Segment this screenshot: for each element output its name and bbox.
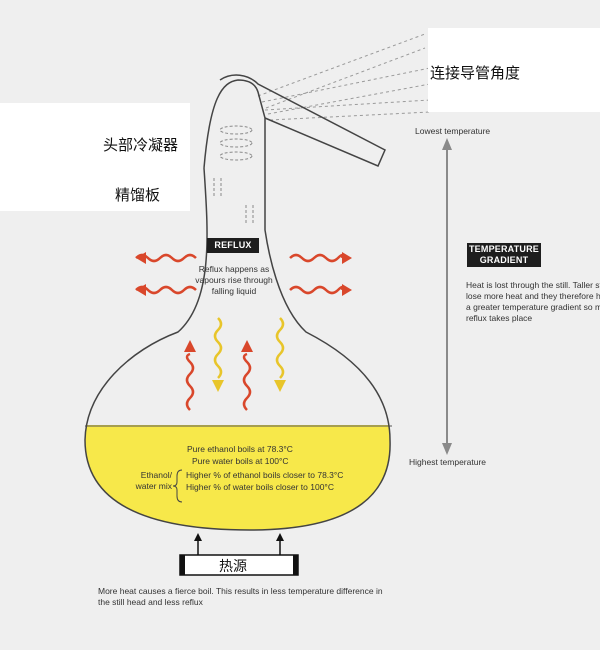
reflux-badge: REFLUX (207, 238, 259, 253)
water-boil-text: Pure water boils at 100°C (192, 456, 289, 466)
ethanol-boil-text: Pure ethanol boils at 78.3°C (187, 444, 293, 454)
head-condenser-coil (219, 125, 253, 161)
lyne-arm (219, 74, 386, 167)
heat-loss-arrows-left (135, 252, 197, 296)
reflux-text: Reflux happens as vapours rise through f… (195, 264, 273, 296)
temperature-gradient-arrow (442, 138, 452, 455)
still-outline (84, 79, 391, 531)
heat-source-arrows (194, 533, 284, 555)
rectifier-plate-label: 精馏板 (115, 186, 161, 204)
mix-label: Ethanol/ water mix (135, 470, 172, 491)
mix-ethanol-text: Higher % of ethanol boils closer to 78.3… (186, 470, 344, 480)
label-box-angle (428, 28, 600, 112)
temperature-gradient-text: Heat is lost through the still. Taller s… (466, 280, 600, 323)
rising-vapour-arrows (184, 340, 253, 411)
caption: More heat causes a fierce boil. This res… (98, 586, 383, 607)
temperature-gradient-badge: TEMPERATURE GRADIENT (467, 243, 541, 267)
head-condenser-label: 头部冷凝器 (103, 136, 179, 154)
lyne-arm-angle-lines (257, 33, 431, 121)
falling-liquid-arrows (212, 317, 286, 392)
label-box-left (0, 103, 190, 211)
heat-loss-arrows-right (289, 252, 352, 296)
mix-brace (172, 469, 183, 503)
rectifier-plates (213, 178, 254, 225)
highest-temperature-label: Highest temperature (409, 457, 487, 467)
angle-label: 连接导管角度 (430, 64, 521, 82)
mix-water-text: Higher % of water boils closer to 100°C (186, 482, 334, 492)
lowest-temperature-label: Lowest temperature (415, 126, 491, 136)
heat-source-label: 热源 (219, 559, 247, 575)
